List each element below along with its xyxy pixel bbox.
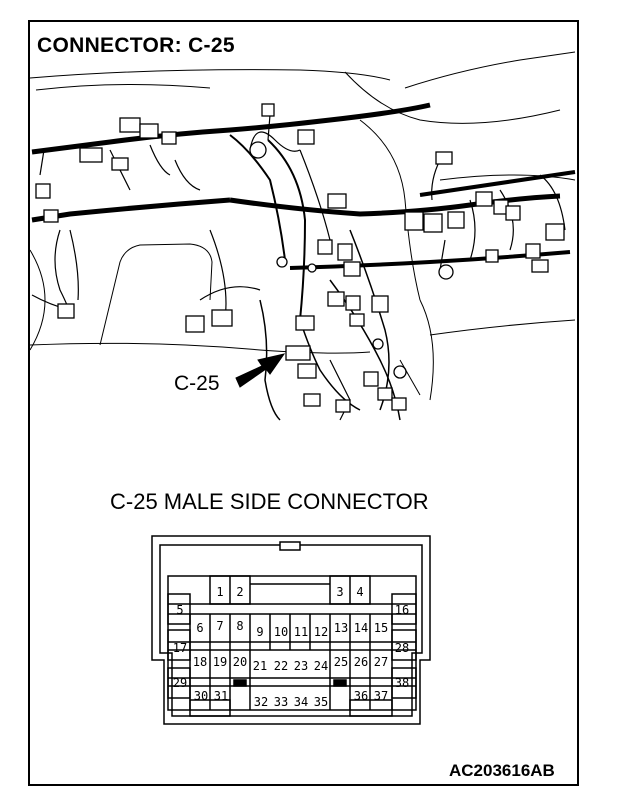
pin-18: 18 xyxy=(193,655,207,669)
pin-9: 9 xyxy=(256,625,263,639)
reference-code: AC203616AB xyxy=(449,761,555,780)
connector-callout-label: C-25 xyxy=(174,372,220,395)
pin-24: 24 xyxy=(314,659,328,673)
pin-28: 28 xyxy=(395,641,409,655)
pin-14: 14 xyxy=(354,621,368,635)
pin-17: 17 xyxy=(173,641,187,655)
pin-22: 22 xyxy=(274,659,288,673)
pin-33: 33 xyxy=(274,695,288,709)
diagram-frame xyxy=(28,20,579,786)
pin-5: 5 xyxy=(176,603,183,617)
pin-6: 6 xyxy=(196,621,203,635)
pin-13: 13 xyxy=(334,621,348,635)
pin-27: 27 xyxy=(374,655,388,669)
pin-7: 7 xyxy=(216,619,223,633)
pin-21: 21 xyxy=(253,659,267,673)
pin-37: 37 xyxy=(374,689,388,703)
pin-25: 25 xyxy=(334,655,348,669)
pin-35: 35 xyxy=(314,695,328,709)
pin-31: 31 xyxy=(214,689,228,703)
pin-20: 20 xyxy=(233,655,247,669)
pin-4: 4 xyxy=(356,585,363,599)
pin-26: 26 xyxy=(354,655,368,669)
pin-34: 34 xyxy=(294,695,308,709)
pin-2: 2 xyxy=(236,585,243,599)
pin-12: 12 xyxy=(314,625,328,639)
pin-23: 23 xyxy=(294,659,308,673)
pin-11: 11 xyxy=(294,625,308,639)
pin-15: 15 xyxy=(374,621,388,635)
pin-19: 19 xyxy=(213,655,227,669)
pin-10: 10 xyxy=(274,625,288,639)
pin-29: 29 xyxy=(173,676,187,690)
connector-face-title: C-25 MALE SIDE CONNECTOR xyxy=(110,489,429,514)
pin-16: 16 xyxy=(395,603,409,617)
pin-38: 38 xyxy=(395,676,409,690)
pin-1: 1 xyxy=(216,585,223,599)
pin-32: 32 xyxy=(254,695,268,709)
diagram-title: CONNECTOR: C-25 xyxy=(37,34,235,57)
pin-8: 8 xyxy=(236,619,243,633)
pin-3: 3 xyxy=(336,585,343,599)
pin-36: 36 xyxy=(354,689,368,703)
wiring-harness-illustration xyxy=(29,51,576,421)
pin-30: 30 xyxy=(194,689,208,703)
